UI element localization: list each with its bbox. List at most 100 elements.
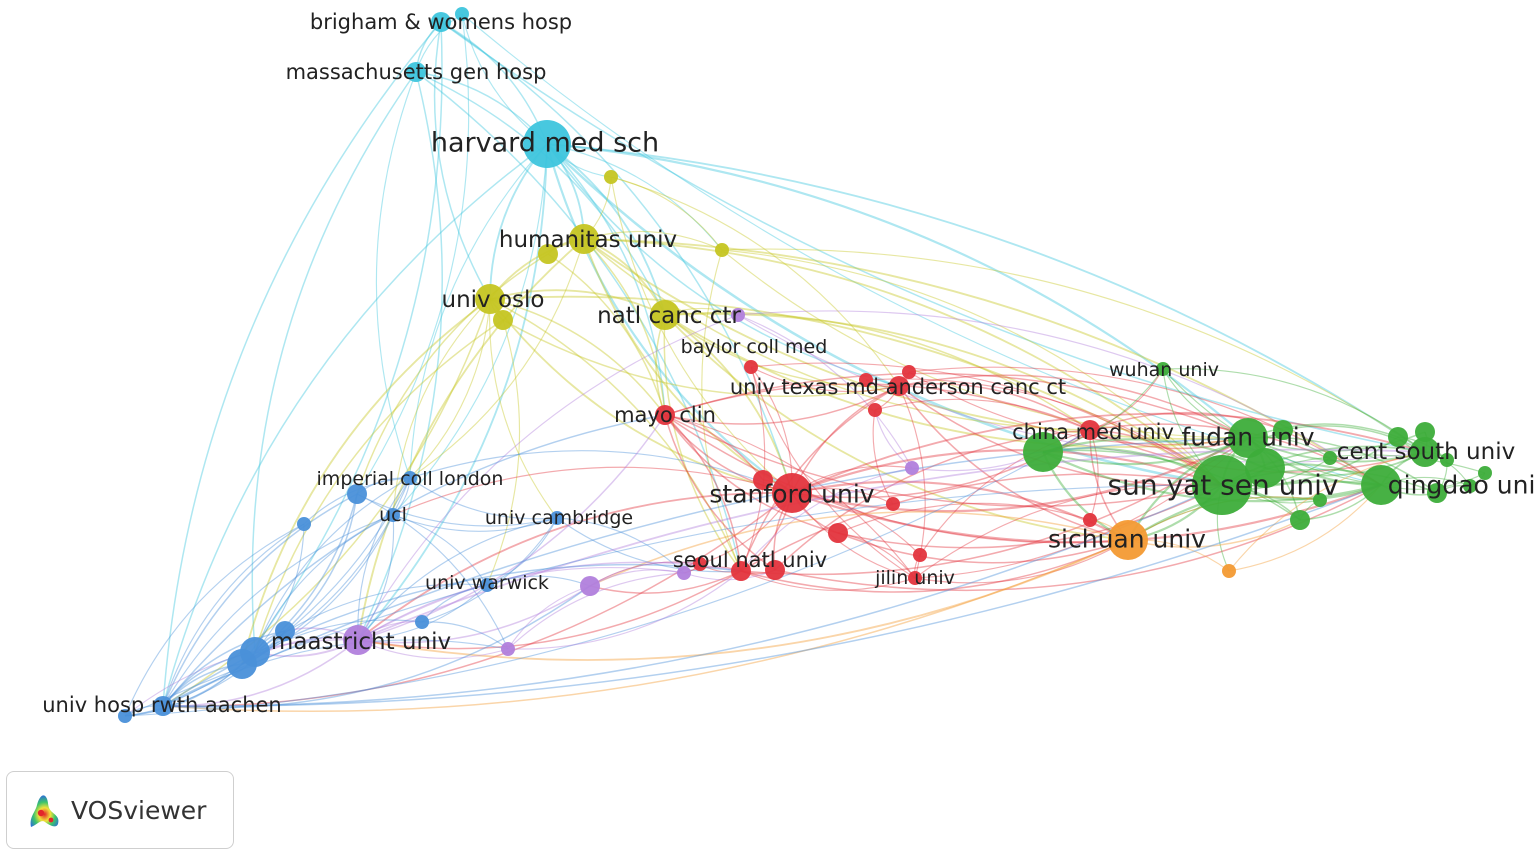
node-stanford[interactable] (772, 473, 812, 513)
node-g_sy2[interactable] (1245, 448, 1285, 488)
node-p_s[interactable] (677, 566, 691, 580)
node-g_cs4[interactable] (1440, 453, 1454, 467)
node-g_q2[interactable] (1427, 483, 1447, 503)
label-humanitas[interactable]: humanitas univ (499, 227, 677, 253)
label-sunyatsen[interactable]: sun yat sen univ (1108, 469, 1339, 502)
node-r_se2[interactable] (765, 560, 785, 580)
node-p_w[interactable] (580, 576, 600, 596)
label-sichuan[interactable]: sichuan univ (1048, 525, 1206, 554)
label-mdanderson[interactable]: univ texas md anderson canc ct (730, 375, 1066, 399)
node-b_a1[interactable] (118, 709, 132, 723)
node-r_md4[interactable] (868, 403, 882, 417)
node-cy2[interactable] (455, 7, 469, 21)
node-sunyatsen[interactable] (1192, 455, 1252, 515)
node-natlcanc[interactable] (650, 300, 680, 330)
label-chinamed[interactable]: china med univ (1012, 420, 1174, 444)
label-natlcanc[interactable]: natl canc ctr (597, 303, 741, 329)
node-g_cs2[interactable] (1388, 427, 1408, 447)
link-y_o2-warwick (486, 319, 521, 586)
node-maastricht[interactable] (343, 625, 373, 655)
node-g_f2[interactable] (1273, 420, 1293, 440)
node-r_sc[interactable] (1083, 513, 1097, 527)
label-maastricht[interactable]: maastricht univ (271, 629, 451, 655)
node-jilin[interactable] (908, 571, 922, 585)
label-mgh[interactable]: massachusetts gen hosp (286, 60, 547, 84)
node-p_nc[interactable] (731, 308, 745, 322)
node-mdanderson[interactable] (889, 376, 909, 396)
node-r_md2[interactable] (859, 373, 873, 387)
label-qingdao[interactable]: qingdao univ (1388, 471, 1535, 500)
node-y_o2[interactable] (493, 310, 513, 330)
node-warwick[interactable] (480, 578, 494, 592)
node-chinamed[interactable] (1080, 420, 1100, 440)
label-jilin[interactable]: jilin univ (874, 567, 955, 589)
link-harvard-maastricht (357, 143, 548, 641)
node-oslo[interactable] (475, 284, 505, 314)
label-oslo[interactable]: univ oslo (442, 287, 545, 313)
node-harvard[interactable] (523, 120, 571, 168)
node-r_st2[interactable] (753, 470, 773, 490)
node-seoul[interactable] (731, 561, 751, 581)
node-g_f3[interactable] (1323, 451, 1337, 465)
node-brigham[interactable] (431, 12, 451, 32)
node-b_l1[interactable] (297, 517, 311, 531)
label-imperial[interactable]: imperial coll london (317, 468, 504, 490)
label-centsouth[interactable]: cent south univ (1337, 439, 1515, 465)
link-mayo-mdanderson (664, 385, 900, 425)
vosviewer-logo-button[interactable]: VOSviewer (6, 771, 234, 849)
node-qingdao[interactable] (1361, 465, 1401, 505)
link-mayo-r_st2 (664, 414, 764, 481)
label-mayo[interactable]: mayo clin (614, 403, 716, 427)
label-ucl[interactable]: ucl (379, 504, 407, 526)
label-seoul[interactable]: seoul natl univ (673, 548, 827, 572)
label-cambridge[interactable]: univ cambridge (485, 507, 633, 529)
node-b_m4[interactable] (227, 649, 257, 679)
node-o_2[interactable] (1222, 564, 1236, 578)
node-g_cm[interactable] (1023, 432, 1063, 472)
node-g_q3[interactable] (1463, 479, 1477, 493)
node-imperial[interactable] (403, 471, 417, 485)
link-oslo-seoul (489, 298, 742, 572)
node-g_s2[interactable] (1313, 493, 1327, 507)
node-r_se3[interactable] (693, 557, 707, 571)
node-b_m1[interactable] (275, 621, 295, 641)
node-g_s1[interactable] (1290, 510, 1310, 530)
link-harvard-ucl (392, 143, 548, 516)
node-ucl[interactable] (386, 508, 400, 522)
vosviewer-logo-text: VOSviewer (71, 795, 207, 825)
label-baylor[interactable]: baylor coll med (681, 336, 828, 358)
node-cambridge[interactable] (550, 511, 564, 525)
label-stanford[interactable]: stanford univ (709, 480, 874, 509)
label-wuhan[interactable]: wuhan univ (1109, 359, 1219, 381)
node-g_q4[interactable] (1478, 466, 1492, 480)
node-b_m2[interactable] (415, 615, 429, 629)
label-brigham[interactable]: brigham & womens hosp (310, 10, 572, 34)
node-p_mid[interactable] (905, 461, 919, 475)
label-harvard[interactable]: harvard med sch (431, 128, 659, 159)
node-baylor[interactable] (744, 360, 758, 374)
node-humanitas[interactable] (569, 224, 599, 254)
node-y_r[interactable] (715, 243, 729, 257)
label-aachen[interactable]: univ hosp rwth aachen (42, 693, 282, 717)
node-mgh[interactable] (406, 62, 426, 82)
label-warwick[interactable]: univ warwick (425, 572, 549, 594)
node-y_top[interactable] (604, 170, 618, 184)
node-wuhan[interactable] (1156, 362, 1170, 376)
node-r_ji2[interactable] (913, 548, 927, 562)
label-fudan[interactable]: fudan univ (1181, 423, 1314, 452)
node-b_imp2[interactable] (347, 484, 367, 504)
node-r_st3[interactable] (886, 497, 900, 511)
node-r_md3[interactable] (902, 365, 916, 379)
link-sichuan-p_w (589, 511, 1129, 587)
node-p_m2[interactable] (501, 642, 515, 656)
link-baylor-sunyatsen (750, 362, 1223, 486)
node-r_st4[interactable] (828, 523, 848, 543)
node-centsouth[interactable] (1410, 437, 1440, 467)
node-mayo[interactable] (655, 405, 675, 425)
node-g_cs3[interactable] (1415, 422, 1435, 442)
node-y_h2[interactable] (538, 244, 558, 264)
link-maastricht-seoul (357, 561, 742, 641)
node-sichuan[interactable] (1108, 520, 1148, 560)
node-fudan[interactable] (1228, 418, 1268, 458)
node-aachen[interactable] (153, 696, 173, 716)
